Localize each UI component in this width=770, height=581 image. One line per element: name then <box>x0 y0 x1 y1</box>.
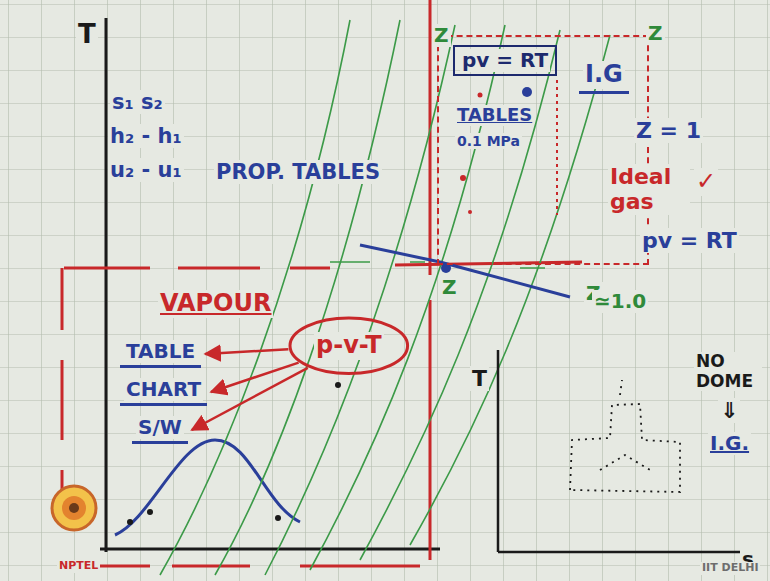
dotted-dome <box>570 380 680 492</box>
region-box: TABLES 0.1 MPa pv = RT I.G <box>437 35 649 265</box>
saturation-dome <box>115 440 300 535</box>
ideal-gas-tag: I.G <box>579 61 629 94</box>
state-dot <box>522 87 532 97</box>
axis-label: T <box>470 366 489 391</box>
node-text: TABLES <box>455 105 534 126</box>
s-axis <box>100 548 440 551</box>
axis-label: T <box>76 20 98 50</box>
z-marker: Z <box>432 24 451 47</box>
red-brackets <box>62 0 582 566</box>
node-text: 0.1 MPa <box>455 133 522 149</box>
node-text: S/W <box>136 416 184 439</box>
value-note: ≃1.0 <box>592 290 648 313</box>
logo-text: NPTEL <box>57 560 100 573</box>
z-marker: Z <box>646 22 665 45</box>
enthalpy-note: h₂ - h₁ <box>108 124 184 148</box>
table-item: TABLE <box>120 340 201 368</box>
node-text: I.G <box>583 61 625 89</box>
z-marker: Z <box>440 276 459 299</box>
dotted-line <box>556 80 558 215</box>
node-text: TABLE <box>124 340 197 363</box>
ideal-gas-note: Ideal gas <box>608 164 690 215</box>
t-axis <box>105 18 108 552</box>
note: NO DOME <box>694 352 762 391</box>
arrow-connector <box>192 368 308 430</box>
ideal-gas-note: I.G. <box>708 432 751 455</box>
node-text: p-v-T <box>314 332 384 360</box>
pvt-ellipse: p-v-T <box>288 316 410 376</box>
nptel-logo <box>52 486 96 530</box>
compressibility-line <box>360 245 570 297</box>
heading-note: PROP. TABLES <box>214 160 382 184</box>
arrow-connector <box>205 349 288 354</box>
chart-item: CHART <box>120 378 207 406</box>
formula-box: pv = RT <box>453 45 557 76</box>
equation-note: pv = RT <box>640 228 739 253</box>
ellipse-outline <box>290 318 408 374</box>
arrow-symbol: ⇓ <box>718 398 740 423</box>
node-text: pv = RT <box>460 49 550 72</box>
heading-note: VAPOUR <box>158 290 273 318</box>
arrow-connector <box>211 363 299 392</box>
inset-s-axis <box>498 551 752 554</box>
equation-note: Z = 1 <box>634 118 703 143</box>
energy-note: u₂ - u₁ <box>108 158 184 182</box>
software-item: S/W <box>132 416 188 444</box>
watermark: IIT DELHI <box>700 562 760 575</box>
entropy-note: s₁ s₂ <box>110 90 165 114</box>
node-text: CHART <box>124 378 203 401</box>
check-mark: ✓ <box>694 168 718 196</box>
inset-t-axis <box>497 350 500 552</box>
